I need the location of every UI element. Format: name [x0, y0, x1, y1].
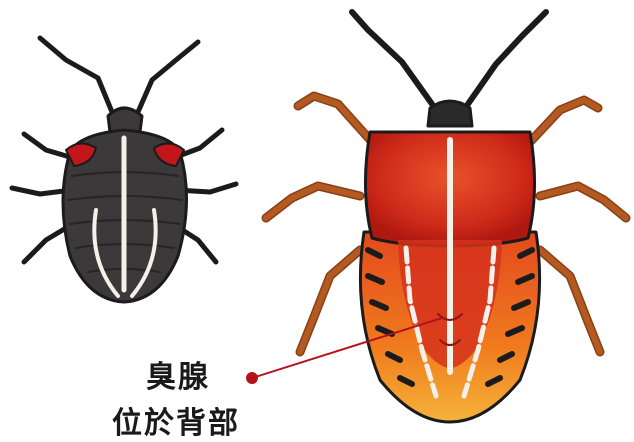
red-adult-bug	[266, 12, 626, 422]
left-bug-antenna-left	[40, 38, 112, 112]
left-bug-antenna-right	[138, 42, 198, 112]
pointer-dot	[246, 372, 258, 384]
annotation-line-1: 臭腺	[146, 352, 210, 396]
annotation-line-2: 位於背部	[112, 398, 240, 442]
stink-bug-illustration	[0, 0, 634, 426]
illustration-stage: 臭腺 位於背部	[0, 0, 634, 426]
right-bug-antenna-left	[352, 12, 432, 104]
right-bug-antenna-right	[468, 12, 546, 104]
dark-nymph-bug	[12, 38, 236, 302]
